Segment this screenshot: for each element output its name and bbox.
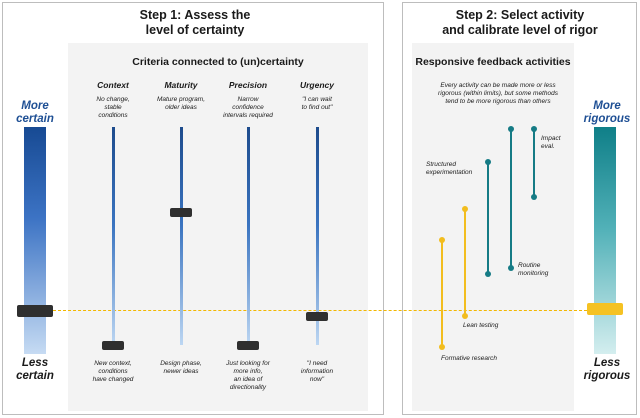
criterion-bottom-context: New context, conditions have changed <box>92 360 134 383</box>
activity-dot-lean-top <box>462 206 468 212</box>
activity-label-formative-research: Formative research <box>441 355 497 362</box>
activity-range-structured-experimentation <box>487 162 489 274</box>
activity-range-formative-research <box>441 240 443 347</box>
calibration-dashed-line <box>53 310 587 311</box>
certainty-scale-bar <box>24 127 46 354</box>
step2-title: Step 2: Select activity and calibrate le… <box>442 8 598 37</box>
activity-dot-routine-top <box>508 126 514 132</box>
more-certain-label: More certain <box>16 100 54 125</box>
activity-dot-impact-bottom <box>531 194 537 200</box>
more-rigorous-label: More rigorous <box>583 100 631 125</box>
step1-title: Step 1: Assess the level of certainty <box>139 8 251 37</box>
criterion-track-precision <box>247 127 250 345</box>
criterion-top-context: No change, stable conditions <box>96 96 130 119</box>
criterion-slider-context[interactable] <box>102 340 124 350</box>
activity-label-structured-experimentation: Structured experimentation <box>426 161 473 176</box>
criterion-bottom-urgency: "I need information now" <box>300 360 334 383</box>
rigor-slider-handle[interactable] <box>587 303 623 315</box>
criterion-slider-maturity[interactable] <box>170 207 192 217</box>
feedback-title: Responsive feedback activities <box>415 56 571 68</box>
activity-dot-lean-bottom <box>462 313 468 319</box>
criterion-label-urgency: Urgency <box>299 80 334 90</box>
activity-dot-routine-bottom <box>508 265 514 271</box>
activity-range-impact-eval <box>533 129 535 197</box>
criterion-track-maturity <box>180 127 183 345</box>
activity-dot-structured-top <box>485 159 491 165</box>
criterion-top-maturity: Mature program, older ideas <box>156 96 206 111</box>
activity-dot-impact-top <box>531 126 537 132</box>
less-rigorous-label: Less rigorous <box>583 357 631 382</box>
criterion-slider-precision[interactable] <box>237 340 259 350</box>
criterion-slider-urgency[interactable] <box>306 312 328 322</box>
feedback-box <box>412 43 574 411</box>
criterion-track-urgency <box>316 127 319 345</box>
criterion-top-urgency: "I can wait to find out" <box>301 96 333 111</box>
activity-label-impact-eval: Impact eval. <box>541 135 561 150</box>
activity-label-routine-monitoring: Routine monitoring <box>518 262 549 277</box>
activity-label-lean-testing: Lean testing <box>463 322 499 329</box>
criterion-bottom-precision: Just looking for more info, an idea of d… <box>226 360 270 391</box>
less-certain-label: Less certain <box>16 357 54 382</box>
rigor-scale-bar <box>594 127 616 354</box>
certainty-slider-handle[interactable] <box>17 305 53 317</box>
criteria-title: Criteria connected to (un)certainty <box>132 56 304 68</box>
criterion-label-precision: Precision <box>228 80 268 90</box>
activity-dot-formative-top <box>439 237 445 243</box>
criterion-bottom-maturity: Design phase, newer ideas <box>160 360 202 375</box>
feedback-note: Every activity can be made more or less … <box>438 82 558 105</box>
criterion-label-maturity: Maturity <box>164 80 198 90</box>
activity-range-routine-monitoring <box>510 129 512 268</box>
criterion-track-context <box>112 127 115 345</box>
criterion-label-context: Context <box>97 80 129 90</box>
criterion-top-precision: Narrow confidence intervals required <box>223 96 273 119</box>
activity-dot-structured-bottom <box>485 271 491 277</box>
activity-dot-formative-bottom <box>439 344 445 350</box>
activity-range-lean-testing <box>464 209 466 316</box>
